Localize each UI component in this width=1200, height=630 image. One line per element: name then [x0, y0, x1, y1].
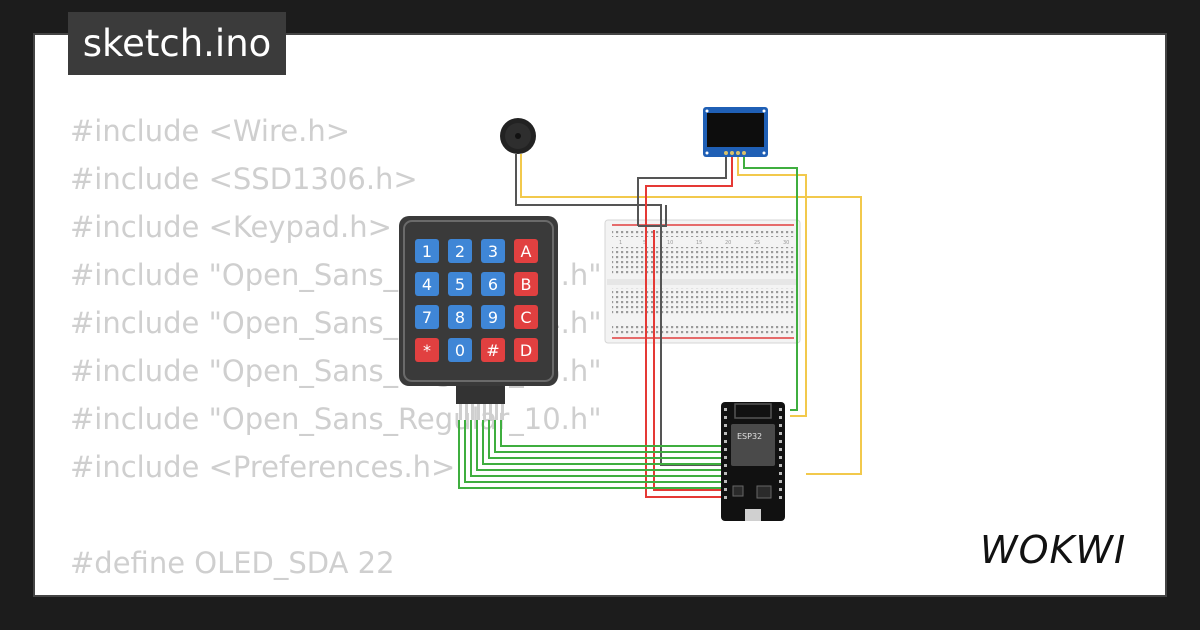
keypad-key-label: B	[521, 275, 532, 294]
keypad-key[interactable]: A	[514, 239, 538, 263]
keypad-key[interactable]: 8	[448, 305, 472, 329]
file-tab-label: sketch.ino	[82, 22, 272, 65]
breadboard-column-number: 25	[754, 240, 760, 246]
wire-keypad-row	[476, 420, 722, 471]
breadboard-column-number: 10	[667, 240, 673, 246]
esp32-board: ESP32	[721, 402, 785, 521]
breadboard-column-number: 15	[696, 240, 702, 246]
wire-keypad-row	[470, 420, 722, 477]
wire-keypad-col	[482, 420, 722, 465]
wire-keypad-row	[464, 420, 722, 483]
keypad-key[interactable]: #	[481, 338, 505, 362]
breadboard-column-number: 5	[643, 240, 646, 246]
breadboard-column-number: 30	[783, 240, 789, 246]
code-line: #include <SSD1306.h>	[70, 162, 418, 196]
esp32-chip-label: ESP32	[737, 432, 762, 441]
keypad-key-label: C	[520, 308, 531, 327]
keypad-key[interactable]: C	[514, 305, 538, 329]
keypad-key-label: 3	[488, 242, 498, 261]
wire-keypad-row	[458, 420, 722, 489]
wire-oled-sda	[743, 157, 798, 411]
keypad-key[interactable]: 9	[481, 305, 505, 329]
code-line: #include "Open_Sans_Regular_10.h"	[70, 402, 602, 436]
buzzer	[500, 118, 536, 154]
keypad-key[interactable]: 6	[481, 272, 505, 296]
breadboard-column-number: 1	[619, 240, 622, 246]
keypad-key-label: 1	[422, 242, 432, 261]
keypad-key-label: D	[520, 341, 532, 360]
code-line: #include <Wire.h>	[70, 114, 351, 148]
keypad-key[interactable]: D	[514, 338, 538, 362]
code-line: #include <Keypad.h>	[70, 210, 392, 244]
keypad-key[interactable]: 2	[448, 239, 472, 263]
wokwi-logo: WOKWI	[980, 528, 1126, 572]
keypad-key-label: 4	[422, 275, 432, 294]
wire-oled-gnd	[637, 157, 727, 226]
keypad-key-label: A	[521, 242, 532, 261]
keypad-key[interactable]: 5	[448, 272, 472, 296]
keypad-key-label: 0	[455, 341, 465, 360]
code-line: #define OLED_SCL 23	[70, 587, 602, 595]
code-line: #include <Preferences.h>	[70, 450, 456, 484]
wokwi-logo-text: WOKWI	[980, 528, 1126, 572]
keypad-key-label: *	[423, 341, 431, 360]
file-tab[interactable]: sketch.ino	[68, 12, 286, 75]
wires	[458, 154, 862, 498]
keypad-key-label: 9	[488, 308, 498, 327]
keypad-keys: 1 2 3 A 4 5 6 B 7 8 9 C * 0 # D	[415, 239, 538, 362]
keypad-key-label: #	[486, 341, 499, 360]
wire-keypad-col	[494, 420, 722, 453]
keypad-key-label: 5	[455, 275, 465, 294]
keypad-key[interactable]: *	[415, 338, 439, 362]
keypad-key-label: 6	[488, 275, 498, 294]
keypad: 1 2 3 A 4 5 6 B 7 8 9 C * 0 # D	[399, 216, 558, 420]
oled-display	[703, 107, 768, 157]
wire-oled-scl	[737, 157, 807, 417]
wire-oled-vcc	[645, 157, 733, 498]
keypad-key-label: 2	[455, 242, 465, 261]
wire-gnd-rail	[638, 205, 667, 227]
wire-power-rail	[653, 230, 722, 491]
keypad-key[interactable]: 7	[415, 305, 439, 329]
wire-keypad-col	[488, 420, 722, 459]
wire-keypad-col	[500, 420, 722, 447]
breadboard: 1 5 10 15 20 25 30	[604, 219, 801, 344]
breadboard-column-number: 20	[725, 240, 731, 246]
keypad-key[interactable]: 1	[415, 239, 439, 263]
keypad-key[interactable]: 3	[481, 239, 505, 263]
keypad-key[interactable]: B	[514, 272, 538, 296]
keypad-key-label: 7	[422, 308, 432, 327]
keypad-key[interactable]: 4	[415, 272, 439, 296]
keypad-key[interactable]: 0	[448, 338, 472, 362]
keypad-key-label: 8	[455, 308, 465, 327]
wire-buzzer-signal	[520, 154, 862, 475]
code-line: #define OLED_SDA 22	[70, 546, 395, 580]
